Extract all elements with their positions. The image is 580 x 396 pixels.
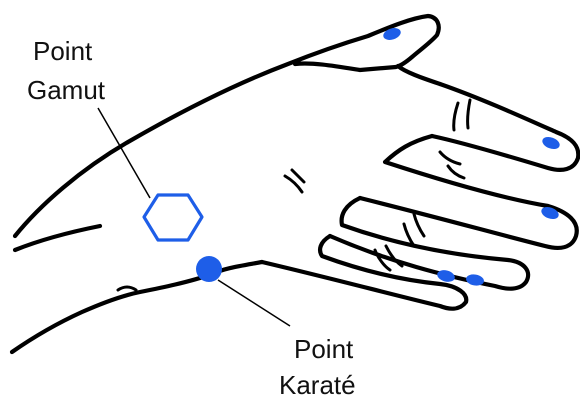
finger-points (382, 26, 562, 287)
karate-label-line1: Point (294, 334, 354, 364)
hand-back-crease-2 (292, 170, 304, 182)
middle-finger-outline (360, 136, 577, 248)
knuckle-crease-5 (414, 214, 424, 236)
gamut-label-line1: Point (33, 36, 93, 66)
wrist-fold (118, 287, 136, 290)
knuckle-crease-3 (440, 152, 460, 164)
gamut-leader-line (98, 108, 150, 198)
gamut-point-hexagon-icon (144, 195, 202, 240)
hand-illustration (12, 16, 578, 352)
wrist-lower-outline (15, 226, 100, 250)
index-finger-point-dot (541, 135, 562, 151)
karate-leader-line (218, 280, 290, 326)
knuckle-crease-2 (468, 100, 470, 128)
knuckle-crease-4 (448, 166, 464, 178)
ring-finger-outline (330, 198, 528, 289)
karate-label-line2: Karaté (279, 370, 356, 396)
karate-point-circle-icon (196, 256, 222, 282)
palm-edge-outline (12, 262, 262, 352)
knuckle-crease-1 (454, 103, 458, 130)
gamut-label-line2: Gamut (27, 75, 106, 105)
thumb-inner-edge (398, 66, 440, 84)
little-finger-point-dot (436, 268, 456, 283)
